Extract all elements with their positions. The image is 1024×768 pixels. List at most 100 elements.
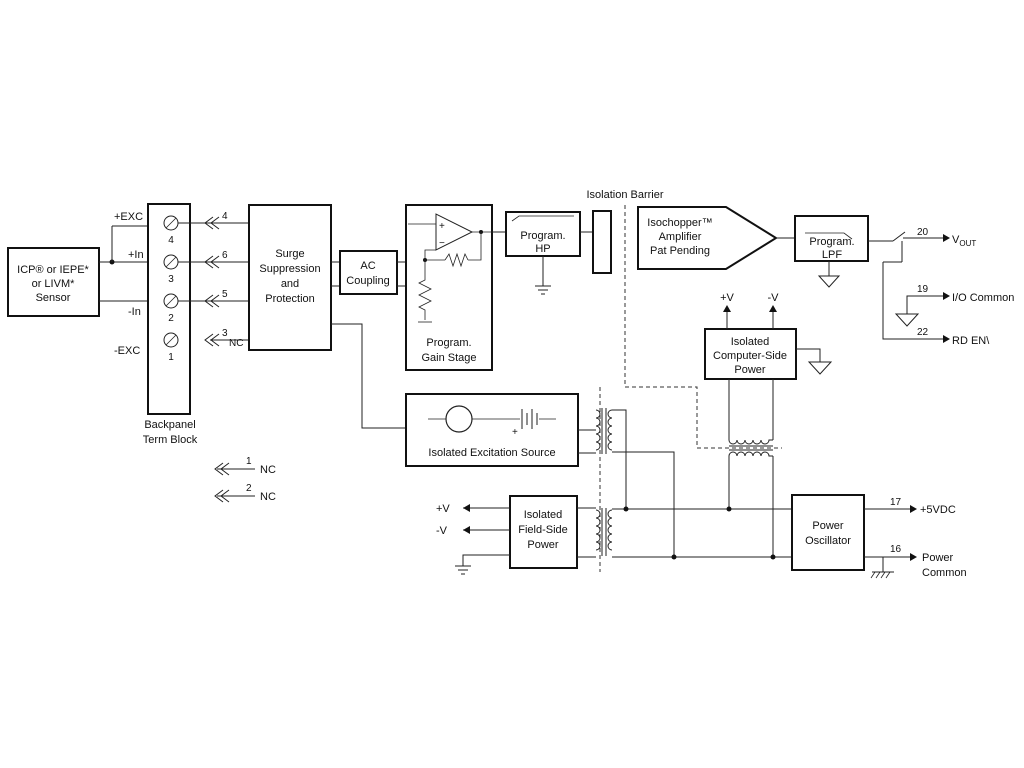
field-power-rails <box>455 504 596 575</box>
gain-stage-label-1: Program. <box>426 337 471 349</box>
pin-22: 22 <box>917 327 929 338</box>
isolation-element <box>592 210 612 274</box>
term-pin-3: 3 <box>168 274 174 285</box>
screw-terminal-3 <box>163 254 179 270</box>
excitation-source-block: + Isolated Excitation Source <box>405 393 579 467</box>
isochopper-label-3: Pat Pending <box>650 245 710 257</box>
gain-stage-label-2: Gain Stage <box>421 352 476 364</box>
nc-pin-2: 2 NC <box>214 483 276 503</box>
rd-en-label: RD EN\ <box>952 335 990 347</box>
surge-label-3: and <box>281 278 299 290</box>
vout-label: VOUT <box>952 234 976 248</box>
plus-5vdc-label: +5VDC <box>920 504 956 516</box>
computer-vplus: +V <box>720 292 734 304</box>
connector-pin-3: 3 <box>222 328 228 339</box>
pin-19: 19 <box>917 284 929 295</box>
screw-terminal-4 <box>163 215 179 231</box>
screw-terminal-1 <box>163 332 179 348</box>
oscillator-label-1: Power <box>812 520 844 532</box>
surge-label-2: Suppression <box>259 263 320 275</box>
field-side-power-block: Isolated Field-Side Power <box>509 495 578 569</box>
nc-pin-2-label: NC <box>260 491 276 503</box>
power-common-label-2: Common <box>922 567 967 579</box>
lpf-label-2: LPF <box>822 249 842 261</box>
power-oscillator-block: Power Oscillator <box>791 494 865 571</box>
sensor-label-1: ICP® or IEPE* <box>17 264 89 276</box>
computer-power-label-2: Computer-Side <box>713 350 787 362</box>
sensor-label-2: or LIVM* <box>32 278 76 290</box>
pin-17: 17 <box>890 497 902 508</box>
hp-curve <box>511 215 574 222</box>
field-vminus: -V <box>436 525 448 537</box>
ac-coupling-block: AC Coupling <box>339 250 398 295</box>
backpanel-label-1: Backpanel <box>144 419 195 431</box>
sensor-label-3: Sensor <box>36 292 71 304</box>
isolation-barrier-line <box>624 205 782 449</box>
hp-label-1: Program. <box>520 230 565 242</box>
sensor-block: ICP® or IEPE* or LIVM* Sensor <box>7 247 100 317</box>
term-pin-4: 4 <box>168 235 174 246</box>
field-vplus: +V <box>436 503 450 515</box>
field-power-label-2: Field-Side <box>518 524 568 536</box>
screw-terminal-2 <box>163 293 179 309</box>
terminal-exc-pos: +EXC <box>114 211 143 223</box>
hp-label-2: HP <box>535 243 550 255</box>
terminal-in-pos: +In <box>128 249 144 261</box>
term-pin-1: 1 <box>168 352 174 363</box>
io-common-label: I/O Common <box>952 292 1014 304</box>
power-pins-wiring <box>864 505 917 579</box>
isolation-barrier-label: Isolation Barrier <box>586 189 663 201</box>
computer-power-rails <box>723 305 833 375</box>
svg-text:−: − <box>439 238 445 249</box>
connector-pin-5: 5 <box>222 289 228 300</box>
field-side-transformer <box>595 508 613 556</box>
field-power-label-1: Isolated <box>524 509 563 521</box>
computer-vminus: -V <box>768 292 780 304</box>
backpanel-label-2: Term Block <box>143 434 198 446</box>
lpf-label-1: Program. <box>809 236 854 248</box>
computer-side-power-block: Isolated Computer-Side Power <box>704 328 797 380</box>
gain-stage-block: + − Program. Gain Stage <box>405 204 493 371</box>
output-wiring <box>868 231 950 343</box>
nc-pin-1: 1 NC <box>214 456 276 476</box>
isochopper-label-2: Amplifier <box>659 231 702 243</box>
nc-pin-2-num: 2 <box>246 483 252 494</box>
gain-resistor <box>418 260 432 320</box>
surge-suppression-block: Surge Suppression and Protection <box>248 204 332 351</box>
hp-filter-block: Program. HP <box>505 211 581 257</box>
nc-pin-1-label: NC <box>260 464 276 476</box>
ac-coupling-label-1: AC <box>360 260 375 272</box>
backpanel-term-block: 4 3 2 1 <box>147 203 191 415</box>
isochopper-label-1: Isochopper™ <box>647 217 712 229</box>
feedback-resistor <box>444 252 469 268</box>
computer-power-label-3: Power <box>734 364 766 376</box>
opamp-symbol <box>435 213 474 251</box>
svg-text:+: + <box>439 221 445 232</box>
ac-coupling-label-2: Coupling <box>346 275 389 287</box>
battery-plus: + <box>512 427 518 438</box>
excitation-label: Isolated Excitation Source <box>428 447 555 459</box>
computer-side-transformer <box>728 379 774 557</box>
surge-label-4: Protection <box>265 293 315 305</box>
terminal-in-neg: -In <box>128 306 141 318</box>
connector-pin-6: 6 <box>222 250 228 261</box>
oscillator-bus <box>612 506 793 560</box>
field-power-label-3: Power <box>527 539 559 551</box>
pin-16: 16 <box>890 544 902 555</box>
lpf-curve <box>805 232 853 240</box>
power-common-label-1: Power <box>922 552 954 564</box>
pin-20: 20 <box>917 227 929 238</box>
computer-power-label-1: Isolated <box>731 336 770 348</box>
lpf-filter-block: Program. LPF <box>794 215 869 262</box>
current-source-icon <box>445 405 473 433</box>
connector-chevron <box>204 216 220 347</box>
connector-pin-4: 4 <box>222 211 228 222</box>
oscillator-label-2: Oscillator <box>805 535 851 547</box>
nc-pin-1-num: 1 <box>246 456 252 467</box>
isochopper-amplifier: Isochopper™ Amplifier Pat Pending <box>637 206 778 270</box>
term-pin-2: 2 <box>168 313 174 324</box>
connector-wires <box>178 216 250 347</box>
connector-nc-label: NC <box>229 338 243 349</box>
terminal-exc-neg: -EXC <box>114 345 140 357</box>
